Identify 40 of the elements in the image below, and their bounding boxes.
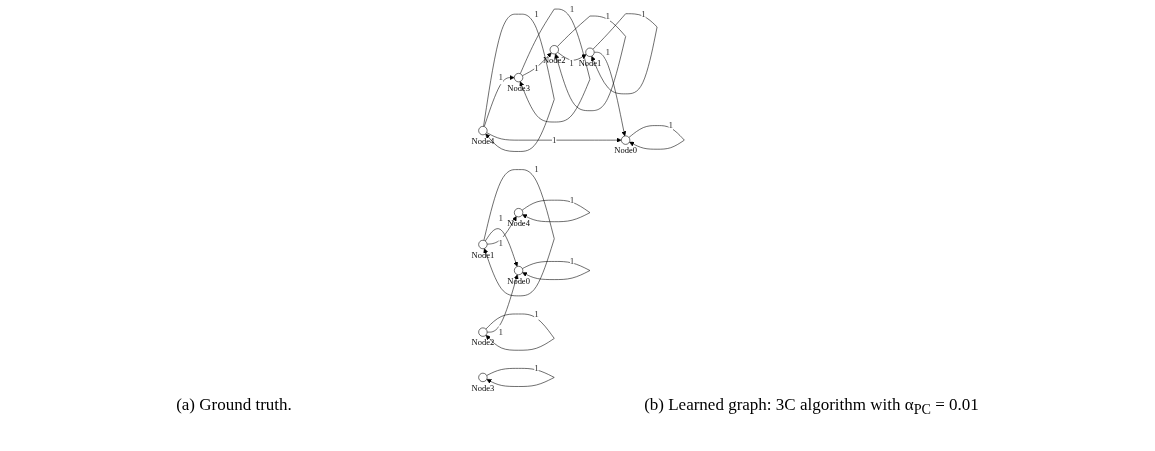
edge-label: 1 <box>569 195 574 205</box>
node-circle <box>584 47 594 57</box>
edge-label: 1 <box>605 10 610 21</box>
edge-label: 1 <box>497 213 503 223</box>
node-label: Node2 <box>471 337 494 348</box>
edge-label: 1 <box>533 9 539 19</box>
node-label: Node4 <box>471 135 494 146</box>
node-circle <box>513 266 523 276</box>
edge-label: 1 <box>667 120 673 131</box>
node-label: Node1 <box>578 57 601 68</box>
node-circle <box>477 372 487 382</box>
edge-label: 1 <box>497 72 503 83</box>
edge-label: 1 <box>551 135 557 145</box>
edge-label: 1 <box>569 3 574 14</box>
node-label: Node2 <box>542 55 566 66</box>
node-circle <box>620 135 630 145</box>
edge-label: 1 <box>605 47 610 57</box>
node-label: Node1 <box>471 249 494 260</box>
node-circle <box>513 208 523 218</box>
node-circle <box>477 239 487 250</box>
node-label: Node0 <box>613 145 637 156</box>
node-label: Node3 <box>471 382 494 393</box>
edge-label: 1 <box>533 164 539 175</box>
node-label: Node0 <box>506 275 530 286</box>
caption: (a) Ground truth. <box>176 395 292 416</box>
node-circle <box>477 327 487 337</box>
node-label: Node4 <box>506 217 530 228</box>
edge-label: 1 <box>640 8 646 19</box>
node-circle <box>549 45 559 55</box>
edge-label: 1 <box>497 238 503 248</box>
node-circle <box>513 73 523 83</box>
caption: (b) Learned graph: 3C algorithm with α$_{PC}$ = 0.01 <box>644 395 979 419</box>
edge-label: 1 <box>569 256 574 266</box>
edge-label: 1 <box>497 327 503 337</box>
edge-label: 1 <box>533 363 539 373</box>
edge-label: 1 <box>533 63 539 74</box>
edge-label: 1 <box>533 308 539 319</box>
node-circle <box>477 126 487 136</box>
edge-label: 1 <box>568 57 574 68</box>
node-label: Node3 <box>506 82 530 93</box>
